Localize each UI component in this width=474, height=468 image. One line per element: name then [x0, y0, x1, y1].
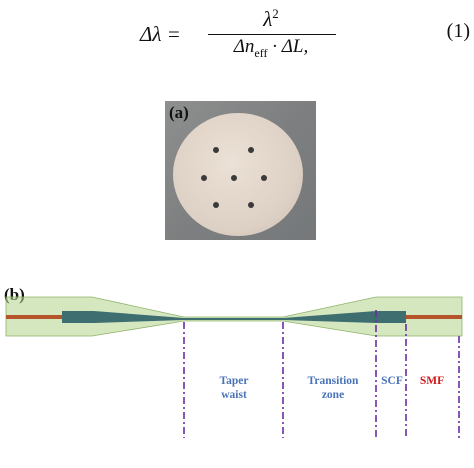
denominator-delta-n: Δn [233, 36, 255, 57]
scf-label: SCF [381, 375, 403, 387]
scf-right [376, 311, 406, 323]
taper-region [94, 311, 376, 323]
smf-label: SMF [419, 375, 445, 387]
equation-comma: , [303, 36, 309, 57]
region-dividers [183, 310, 460, 438]
air-hole [248, 147, 254, 153]
equation-fraction: λ2 Δneff · ΔL, [206, 6, 336, 66]
equation-denominator: Δneff · ΔL, [206, 36, 336, 61]
fiber-cladding [5, 296, 463, 337]
smf-core-right [400, 315, 462, 319]
tapered-fiber-diagram [5, 296, 463, 438]
fiber-cross-section-photo: (a) [165, 101, 316, 240]
scf-left [62, 311, 94, 323]
smf-core-left [6, 315, 66, 319]
taper-waist-line-2: waist [221, 389, 247, 401]
air-hole [201, 175, 207, 181]
air-hole [213, 147, 219, 153]
transition-zone-line-1: Transition [307, 375, 359, 387]
equation-numerator: λ2 [206, 6, 336, 32]
air-hole [261, 175, 267, 181]
transition-zone-line-2: zone [321, 389, 345, 401]
air-hole [248, 202, 254, 208]
equation: Δλ = λ2 Δneff · ΔL, [140, 6, 340, 66]
denominator-subscript: eff [254, 45, 268, 60]
fraction-bar [208, 34, 336, 36]
taper-waist-label: Taper waist [204, 374, 264, 402]
air-hole [213, 202, 219, 208]
transition-zone-label: Transition zone [300, 374, 366, 402]
denominator-delta-l: · ΔL [267, 36, 304, 57]
taper-waist-line-1: Taper [219, 375, 249, 387]
equation-number: (1) [446, 20, 470, 42]
equation-lhs: Δλ = [140, 22, 181, 46]
panel-a-label: (a) [169, 103, 189, 122]
numerator-symbol: λ [263, 7, 273, 31]
air-hole [231, 175, 237, 181]
numerator-exponent: 2 [272, 6, 279, 21]
fiber-disc [173, 113, 303, 236]
equation-block: Δλ = λ2 Δneff · ΔL, (1) [0, 0, 474, 70]
